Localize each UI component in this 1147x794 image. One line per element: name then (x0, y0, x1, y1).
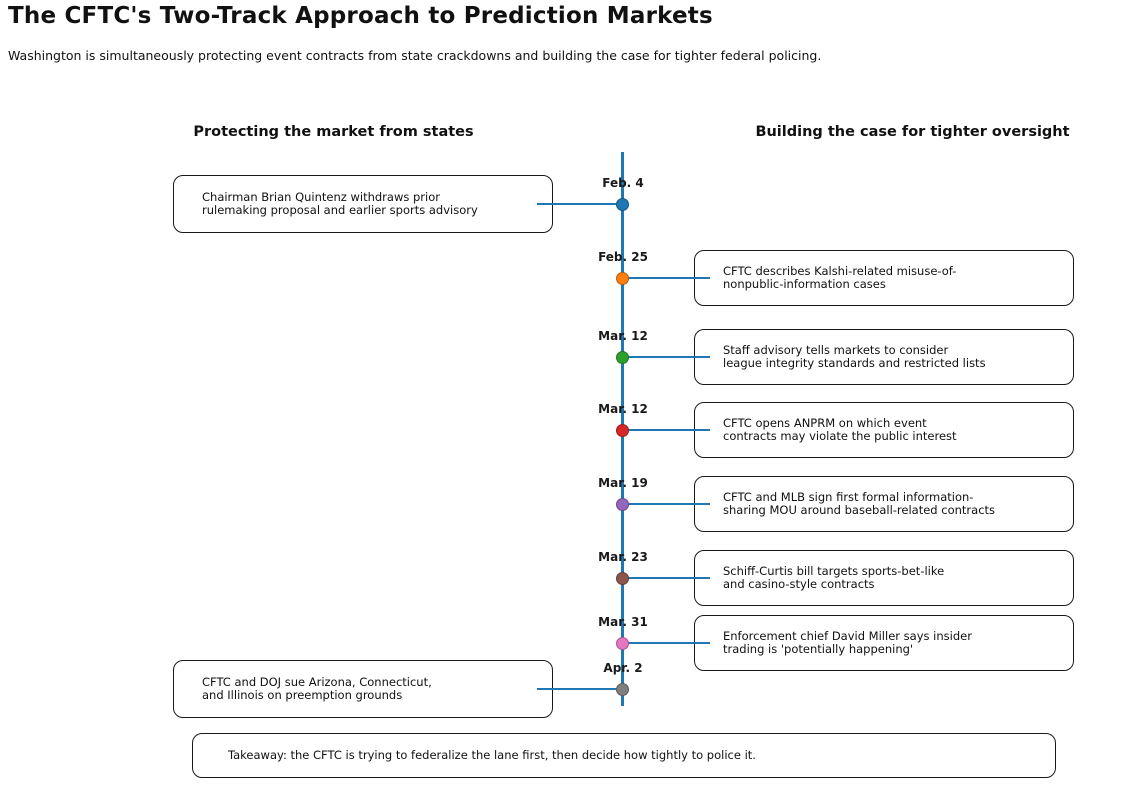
event-card: Schiff-Curtis bill targets sports-bet-li… (694, 550, 1074, 606)
event-card-text-line: CFTC and MLB sign first formal informati… (723, 489, 974, 504)
event-card-text-line: trading is 'potentially happening' (723, 642, 914, 656)
event-card: CFTC opens ANPRM on which event contract… (694, 402, 1074, 458)
event-card: Chairman Brian Quintenz withdraws prior … (173, 175, 553, 233)
event-card-text-line: CFTC describes Kalshi-related misuse-of- (723, 263, 957, 278)
event-marker-dot (616, 683, 629, 696)
event-marker-dot (616, 272, 629, 285)
page-title: The CFTC's Two-Track Approach to Predict… (8, 3, 713, 29)
event-connector-line (624, 429, 710, 431)
event-date-label: Feb. 25 (598, 250, 648, 264)
event-card: CFTC and MLB sign first formal informati… (694, 476, 1074, 532)
event-marker-dot (616, 424, 629, 437)
event-connector-line (624, 642, 710, 644)
takeaway-card: Takeaway: the CFTC is trying to federali… (192, 733, 1056, 778)
event-date-label: Mar. 31 (598, 615, 648, 629)
event-card: Enforcement chief David Miller says insi… (694, 615, 1074, 671)
event-marker-dot (616, 198, 629, 211)
column-header-left: Protecting the market from states (193, 124, 474, 140)
page-subtitle: Washington is simultaneously protecting … (8, 48, 822, 63)
event-card: Staff advisory tells markets to consider… (694, 329, 1074, 385)
event-card-text-line: and Illinois on preemption grounds (202, 688, 403, 702)
event-date-label: Feb. 4 (602, 176, 644, 190)
event-card-text-line: league integrity standards and restricte… (723, 356, 986, 370)
event-connector-line (537, 203, 623, 205)
event-date-label: Apr. 2 (603, 661, 643, 675)
event-date-label: Mar. 19 (598, 476, 648, 490)
event-marker-dot (616, 498, 629, 511)
event-card-text-line: CFTC opens ANPRM on which event (723, 415, 927, 430)
event-card-text-line: nonpublic-information cases (723, 277, 886, 291)
event-card: CFTC and DOJ sue Arizona, Connecticut, a… (173, 660, 553, 718)
event-date-label: Mar. 12 (598, 329, 648, 343)
event-card-text-line: Chairman Brian Quintenz withdraws prior (202, 189, 440, 204)
event-connector-line (624, 503, 710, 505)
event-marker-dot (616, 351, 629, 364)
event-connector-line (624, 577, 710, 579)
event-date-label: Mar. 12 (598, 402, 648, 416)
event-connector-line (624, 277, 710, 279)
event-marker-dot (616, 572, 629, 585)
event-card-text-line: CFTC and DOJ sue Arizona, Connecticut, (202, 674, 432, 689)
event-card-text-line: sharing MOU around baseball-related cont… (723, 503, 996, 517)
event-card-text-line: contracts may violate the public interes… (723, 429, 957, 443)
event-marker-dot (616, 637, 629, 650)
event-card-text-line: Schiff-Curtis bill targets sports-bet-li… (723, 563, 945, 578)
event-card-text-line: rulemaking proposal and earlier sports a… (202, 203, 478, 217)
event-connector-line (624, 356, 710, 358)
event-card: CFTC describes Kalshi-related misuse-of-… (694, 250, 1074, 306)
event-card-text-line: Enforcement chief David Miller says insi… (723, 628, 972, 643)
event-connector-line (537, 688, 623, 690)
event-date-label: Mar. 23 (598, 550, 648, 564)
event-card-text-line: and casino-style contracts (723, 577, 875, 591)
event-card-text-line: Staff advisory tells markets to consider (723, 342, 949, 357)
takeaway-text: Takeaway: the CFTC is trying to federali… (228, 747, 756, 762)
column-header-right: Building the case for tighter oversight (755, 124, 1070, 140)
